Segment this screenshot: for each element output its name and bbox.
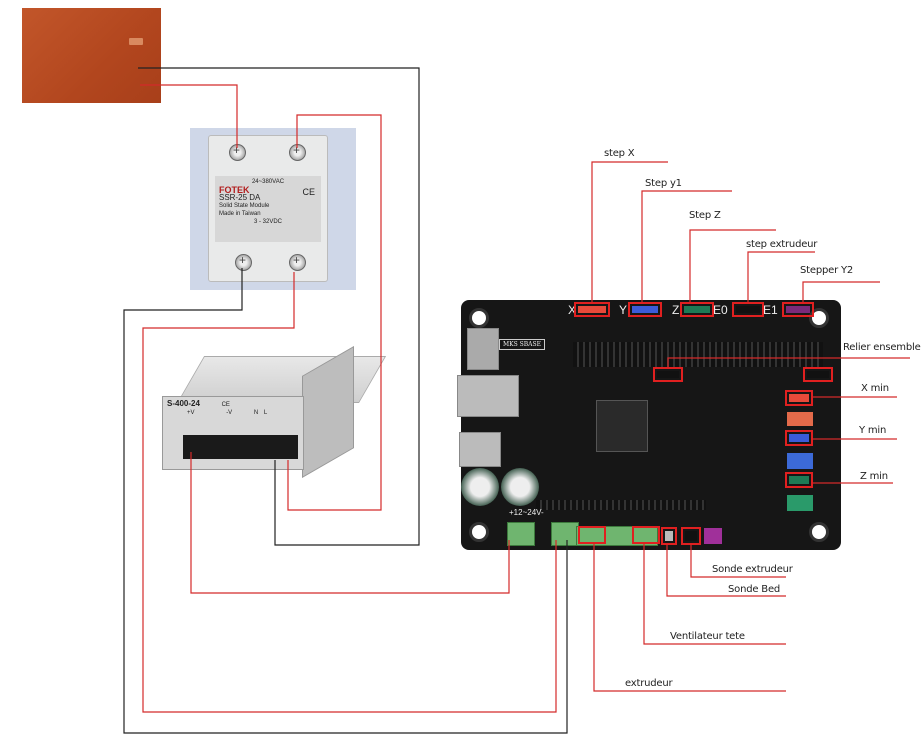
ssr-model: SSR-25 DA — [219, 193, 261, 202]
ssr-terminal-2-screw — [289, 143, 306, 161]
leader-extrudeur — [593, 544, 786, 692]
connector-z-max — [787, 495, 813, 511]
ssr-ac-rating: 24~380VAC — [251, 179, 285, 185]
axis-z-label: Z — [672, 303, 680, 317]
psu-l-label: L — [263, 410, 268, 416]
mount-hole — [469, 308, 489, 328]
label-sonde-bed: Sonde Bed — [728, 584, 781, 595]
label-relier-ensemble: Relier ensemble — [843, 342, 921, 353]
ssr-label-face: 24~380VAC FOTEK SSR-25 DA Solid State Mo… — [215, 176, 321, 242]
connector-step-z — [680, 302, 714, 317]
ssr-ce-mark: CE — [302, 187, 315, 197]
mcu-chip — [596, 400, 648, 452]
connector-purple — [704, 528, 722, 544]
capacitor — [461, 468, 499, 506]
label-ventilateur-tete: Ventilateur tete — [670, 631, 745, 642]
label-step-extrudeur: step extrudeur — [746, 239, 818, 250]
mount-hole — [809, 308, 829, 328]
psu-terminal-block — [183, 435, 298, 459]
connector-relier-1 — [653, 367, 683, 382]
leader-step-y1 — [641, 190, 732, 302]
ssr-made-in: Made in Taiwan — [219, 211, 261, 217]
capacitor — [501, 468, 539, 506]
label-extrudeur: extrudeur — [625, 678, 673, 689]
connector-y-min — [785, 430, 813, 446]
power-input-label: +12~24V- — [509, 508, 544, 517]
wire-bed-black — [138, 67, 420, 546]
connector-extrudeur-heater — [578, 526, 606, 544]
connector-y-max — [787, 453, 813, 469]
connector-x-min — [785, 390, 813, 406]
connector-sonde-bed — [661, 527, 677, 545]
ethernet-port — [457, 375, 519, 417]
connector-ventilateur — [632, 526, 660, 544]
wire-psu-l-red — [287, 114, 382, 511]
connector-x-max — [787, 412, 813, 426]
psu-model: S-400-24 — [167, 399, 200, 408]
label-step-y1: Step y1 — [645, 178, 682, 189]
label-step-z: Step Z — [689, 210, 721, 221]
leader-step-extrudeur — [747, 251, 815, 302]
ssr-dc-rating: 3 - 32VDC — [253, 219, 282, 225]
leader-sonde-extrudeur — [690, 545, 786, 578]
label-sonde-extrudeur: Sonde extrudeur — [712, 564, 793, 575]
psu-plus-v-label: +V — [187, 410, 195, 416]
power-input-terminal — [507, 522, 535, 546]
ssr-terminal-4-screw — [235, 253, 252, 271]
solid-state-relay: 24~380VAC FOTEK SSR-25 DA Solid State Mo… — [208, 135, 328, 282]
label-y-min: Y min — [859, 425, 887, 436]
label-step-x: step X — [604, 148, 635, 159]
thermistor-tab — [129, 38, 143, 45]
connector-z-min — [785, 472, 813, 488]
ssr-subtitle: Solid State Module — [219, 203, 270, 209]
leader-step-x — [591, 161, 668, 302]
leader-step-z — [689, 229, 776, 302]
usb-port — [459, 432, 501, 467]
label-x-min: X min — [861, 383, 889, 394]
axis-e0-label: E0 — [713, 303, 728, 317]
psu-front-panel: S-400-24 CE +V -V N L — [162, 396, 304, 470]
leader-stepper-y2 — [802, 281, 880, 302]
ssr-brand: FOTEK — [219, 185, 250, 195]
psu-minus-v-label: -V — [226, 410, 233, 416]
driver-slot — [536, 500, 706, 510]
axis-e1-label: E1 — [763, 303, 778, 317]
wire-bed-red — [140, 84, 238, 148]
mount-hole — [469, 522, 489, 542]
wire-ssr-red — [142, 272, 557, 713]
leader-ventilateur — [643, 544, 786, 645]
axis-y-label: Y — [619, 303, 628, 317]
board-name: MKS SBASE — [499, 339, 545, 350]
wire-psu-plus-red — [190, 452, 510, 594]
wire-ssr-black — [123, 268, 568, 734]
connector-relier-2 — [803, 367, 833, 382]
sd-slot — [467, 328, 499, 370]
connector-sonde-extrudeur — [681, 527, 701, 545]
mount-hole — [809, 522, 829, 542]
connector-stepper-y2 — [782, 302, 814, 317]
connector-step-y1 — [628, 302, 662, 317]
leader-sonde-bed — [666, 545, 786, 597]
power-supply: S-400-24 CE +V -V N L — [157, 345, 387, 479]
connector-step-x — [574, 302, 610, 317]
label-stepper-y2: Stepper Y2 — [800, 265, 854, 276]
connector-step-extrudeur — [732, 302, 764, 317]
psu-n-label: N — [253, 410, 259, 416]
leader-relier — [667, 357, 910, 367]
ssr-terminal-3-screw — [289, 253, 306, 271]
driver-heatsinks — [573, 342, 823, 367]
heated-bed — [22, 8, 161, 103]
psu-label: S-400-24 CE +V -V N L — [167, 400, 297, 428]
mks-sbase-board: MKS SBASE X Y Z E0 E1 +12~24V- — [457, 300, 841, 550]
axis-x-label: X — [568, 303, 577, 317]
psu-ce-mark: CE — [221, 402, 230, 408]
label-z-min: Z min — [860, 471, 888, 482]
